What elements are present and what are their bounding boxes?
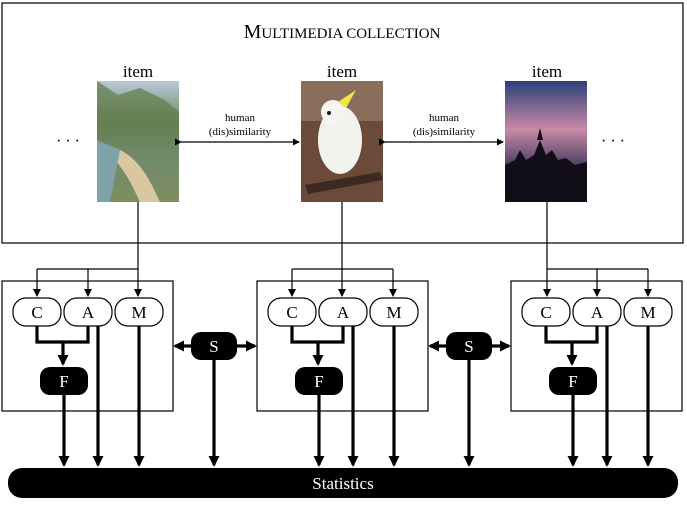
castle-sunset-image [505,81,587,202]
ellipsis-right: · · · [601,133,625,150]
statistics-bar [8,468,678,498]
item-label-1: item [123,62,153,81]
s-node-2-group: S [428,332,511,467]
module-3-f-node [549,367,597,395]
module-1-f-label: F [59,372,68,391]
module-1-m-label: M [131,303,146,322]
module-3: C A M F [510,202,683,467]
s-node-2-label: S [464,337,473,356]
module-3-m-label: M [640,303,655,322]
module-2: C A M F [256,202,429,467]
s-node-1 [191,332,237,360]
module-2-a-label: A [337,303,350,322]
similarity-label-1a: human [225,112,255,124]
module-2-f-label: F [314,372,323,391]
module-3-a-label: A [591,303,604,322]
module-1-a-label: A [82,303,95,322]
module-1-f-node [40,367,88,395]
coastal-cliff-image [97,81,179,202]
similarity-label-2b: (dis)similarity [413,126,476,138]
collection-title: MULTIMEDIA COLLECTION [244,21,441,43]
module-1: C A M F [1,202,174,467]
module-3-f-label: F [568,372,577,391]
s-node-1-group: S [173,332,257,467]
s-node-2 [446,332,492,360]
item-label-3: item [532,62,562,81]
statistics-label: Statistics [312,474,373,493]
s-node-1-label: S [209,337,218,356]
cockatoo-image [301,81,383,202]
module-2-m-label: M [386,303,401,322]
module-2-c-label: C [286,303,297,322]
item-label-2: item [327,62,357,81]
module-1-c-label: C [31,303,42,322]
module-3-c-label: C [540,303,551,322]
ellipsis-left: · · · [56,133,80,150]
module-2-f-node [295,367,343,395]
similarity-label-1b: (dis)similarity [209,126,272,138]
similarity-label-2a: human [429,112,459,124]
